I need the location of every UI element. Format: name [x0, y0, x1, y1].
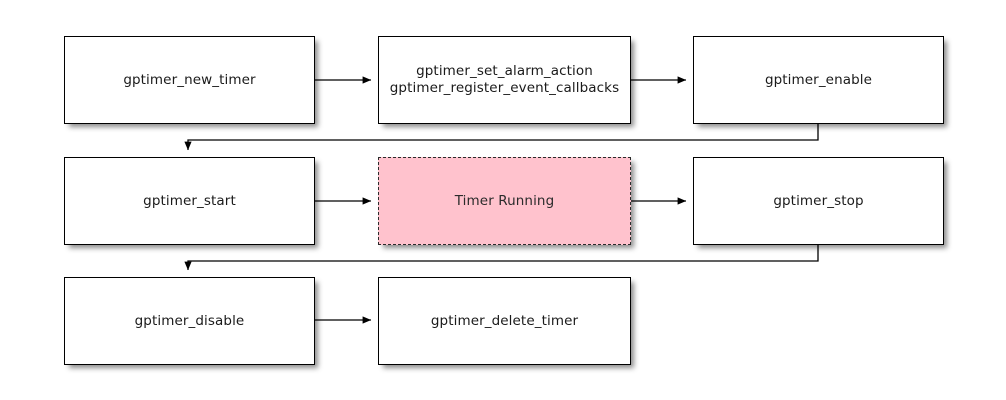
node-gptimer-stop[interactable]: gptimer_stop	[693, 157, 944, 245]
node-gptimer-delete-timer[interactable]: gptimer_delete_timer	[378, 277, 631, 365]
edge-stop-to-disable	[184, 245, 819, 271]
node-timer-running[interactable]: Timer Running	[378, 157, 631, 245]
node-label: gptimer_delete_timer	[430, 312, 579, 329]
node-label: gptimer_start	[143, 192, 236, 209]
node-gptimer-set-alarm-action[interactable]: gptimer_set_alarm_action gptimer_registe…	[378, 36, 631, 124]
node-label: gptimer_disable	[134, 312, 245, 329]
node-label: gptimer_stop	[773, 192, 864, 209]
node-label: gptimer_new_timer	[123, 71, 256, 88]
node-gptimer-new-timer[interactable]: gptimer_new_timer	[64, 36, 315, 124]
node-gptimer-disable[interactable]: gptimer_disable	[64, 277, 315, 365]
node-gptimer-start[interactable]: gptimer_start	[64, 157, 315, 245]
node-label: gptimer_enable	[764, 71, 873, 88]
node-label: Timer Running	[454, 192, 555, 209]
node-label: gptimer_set_alarm_action gptimer_registe…	[389, 63, 620, 96]
node-gptimer-enable[interactable]: gptimer_enable	[693, 36, 944, 124]
edge-enable-to-start	[184, 124, 819, 151]
